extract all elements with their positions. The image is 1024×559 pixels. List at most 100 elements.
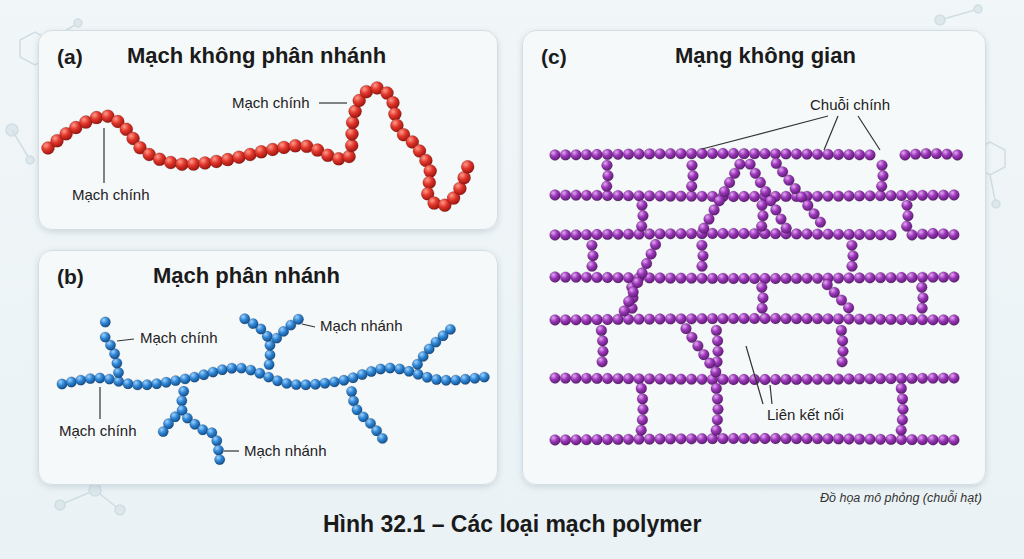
bead	[387, 96, 400, 109]
bead	[665, 228, 676, 239]
bead	[291, 379, 301, 389]
bead	[865, 373, 876, 384]
bead	[710, 367, 721, 378]
bead	[728, 433, 739, 444]
bead	[875, 272, 886, 283]
bead	[623, 296, 634, 307]
bead	[770, 433, 781, 444]
bead	[210, 155, 223, 168]
bead	[876, 181, 887, 192]
bead	[847, 261, 858, 272]
bead	[550, 373, 561, 384]
bead	[560, 315, 571, 326]
bead	[665, 314, 676, 325]
bead	[812, 433, 823, 444]
bead	[581, 314, 592, 325]
bead	[66, 377, 76, 387]
bead	[686, 148, 697, 159]
bead	[697, 374, 708, 385]
graphic-note: Đồ họa mô phỏng (chuỗi hạt)	[820, 491, 982, 505]
bead	[613, 373, 624, 384]
bead	[875, 434, 886, 445]
bead	[712, 414, 723, 425]
bead	[718, 313, 729, 324]
bead	[718, 228, 729, 239]
bead	[907, 434, 918, 445]
panel-tag: (c)	[541, 44, 567, 69]
bead	[844, 191, 855, 202]
bead	[781, 273, 792, 284]
bead	[227, 363, 237, 373]
bead	[613, 272, 624, 283]
bead	[865, 314, 876, 325]
bead	[366, 366, 376, 376]
bead	[644, 314, 655, 325]
bead	[917, 303, 928, 314]
bead	[854, 374, 865, 385]
bead	[921, 148, 932, 159]
bead	[560, 230, 571, 241]
bead	[560, 373, 571, 384]
bead	[791, 374, 802, 385]
bead	[896, 383, 907, 394]
bead	[550, 150, 561, 161]
bead	[641, 258, 652, 269]
bead	[791, 149, 802, 160]
bead	[758, 210, 769, 221]
bead	[632, 277, 643, 288]
bead	[688, 170, 699, 181]
bead	[833, 374, 844, 385]
bead	[602, 373, 613, 384]
bead	[770, 228, 781, 239]
bead	[770, 374, 781, 385]
bead	[571, 434, 582, 445]
bead	[320, 378, 330, 388]
bead	[917, 434, 928, 445]
bead	[422, 372, 432, 382]
bead	[749, 313, 760, 324]
bead	[637, 394, 648, 405]
bead	[907, 373, 918, 384]
bead	[854, 229, 865, 240]
bead	[301, 380, 311, 390]
bead	[602, 314, 613, 325]
bead	[57, 379, 67, 389]
bead	[212, 436, 222, 446]
bead	[581, 434, 592, 445]
bead	[844, 434, 855, 445]
part-label: Mạch chính	[230, 94, 312, 112]
bead	[823, 149, 834, 160]
bead	[655, 374, 666, 385]
bead	[711, 383, 722, 394]
leader-line	[858, 116, 880, 150]
panel-title: Mạch không phân nhánh	[127, 43, 386, 69]
bead	[571, 373, 582, 384]
bead	[550, 272, 561, 283]
bead	[266, 143, 279, 156]
bead	[388, 108, 401, 121]
bead	[877, 160, 888, 171]
bead	[844, 314, 855, 325]
bead	[739, 313, 750, 324]
bead	[907, 314, 918, 325]
bead	[931, 148, 942, 159]
bead	[445, 324, 455, 334]
bead	[676, 148, 687, 159]
bead	[697, 240, 708, 251]
bead	[592, 149, 603, 160]
bead	[713, 404, 724, 415]
leader-line	[224, 450, 239, 451]
bead	[550, 435, 561, 446]
bead	[377, 433, 387, 443]
bead	[602, 160, 613, 171]
leader-line	[302, 324, 315, 327]
bead	[686, 313, 697, 324]
bead	[802, 229, 813, 240]
bead	[844, 149, 855, 160]
bead	[952, 150, 963, 161]
bead	[938, 435, 949, 446]
bead	[637, 200, 648, 211]
bead	[928, 373, 939, 384]
bead	[739, 273, 750, 284]
bead	[791, 313, 802, 324]
